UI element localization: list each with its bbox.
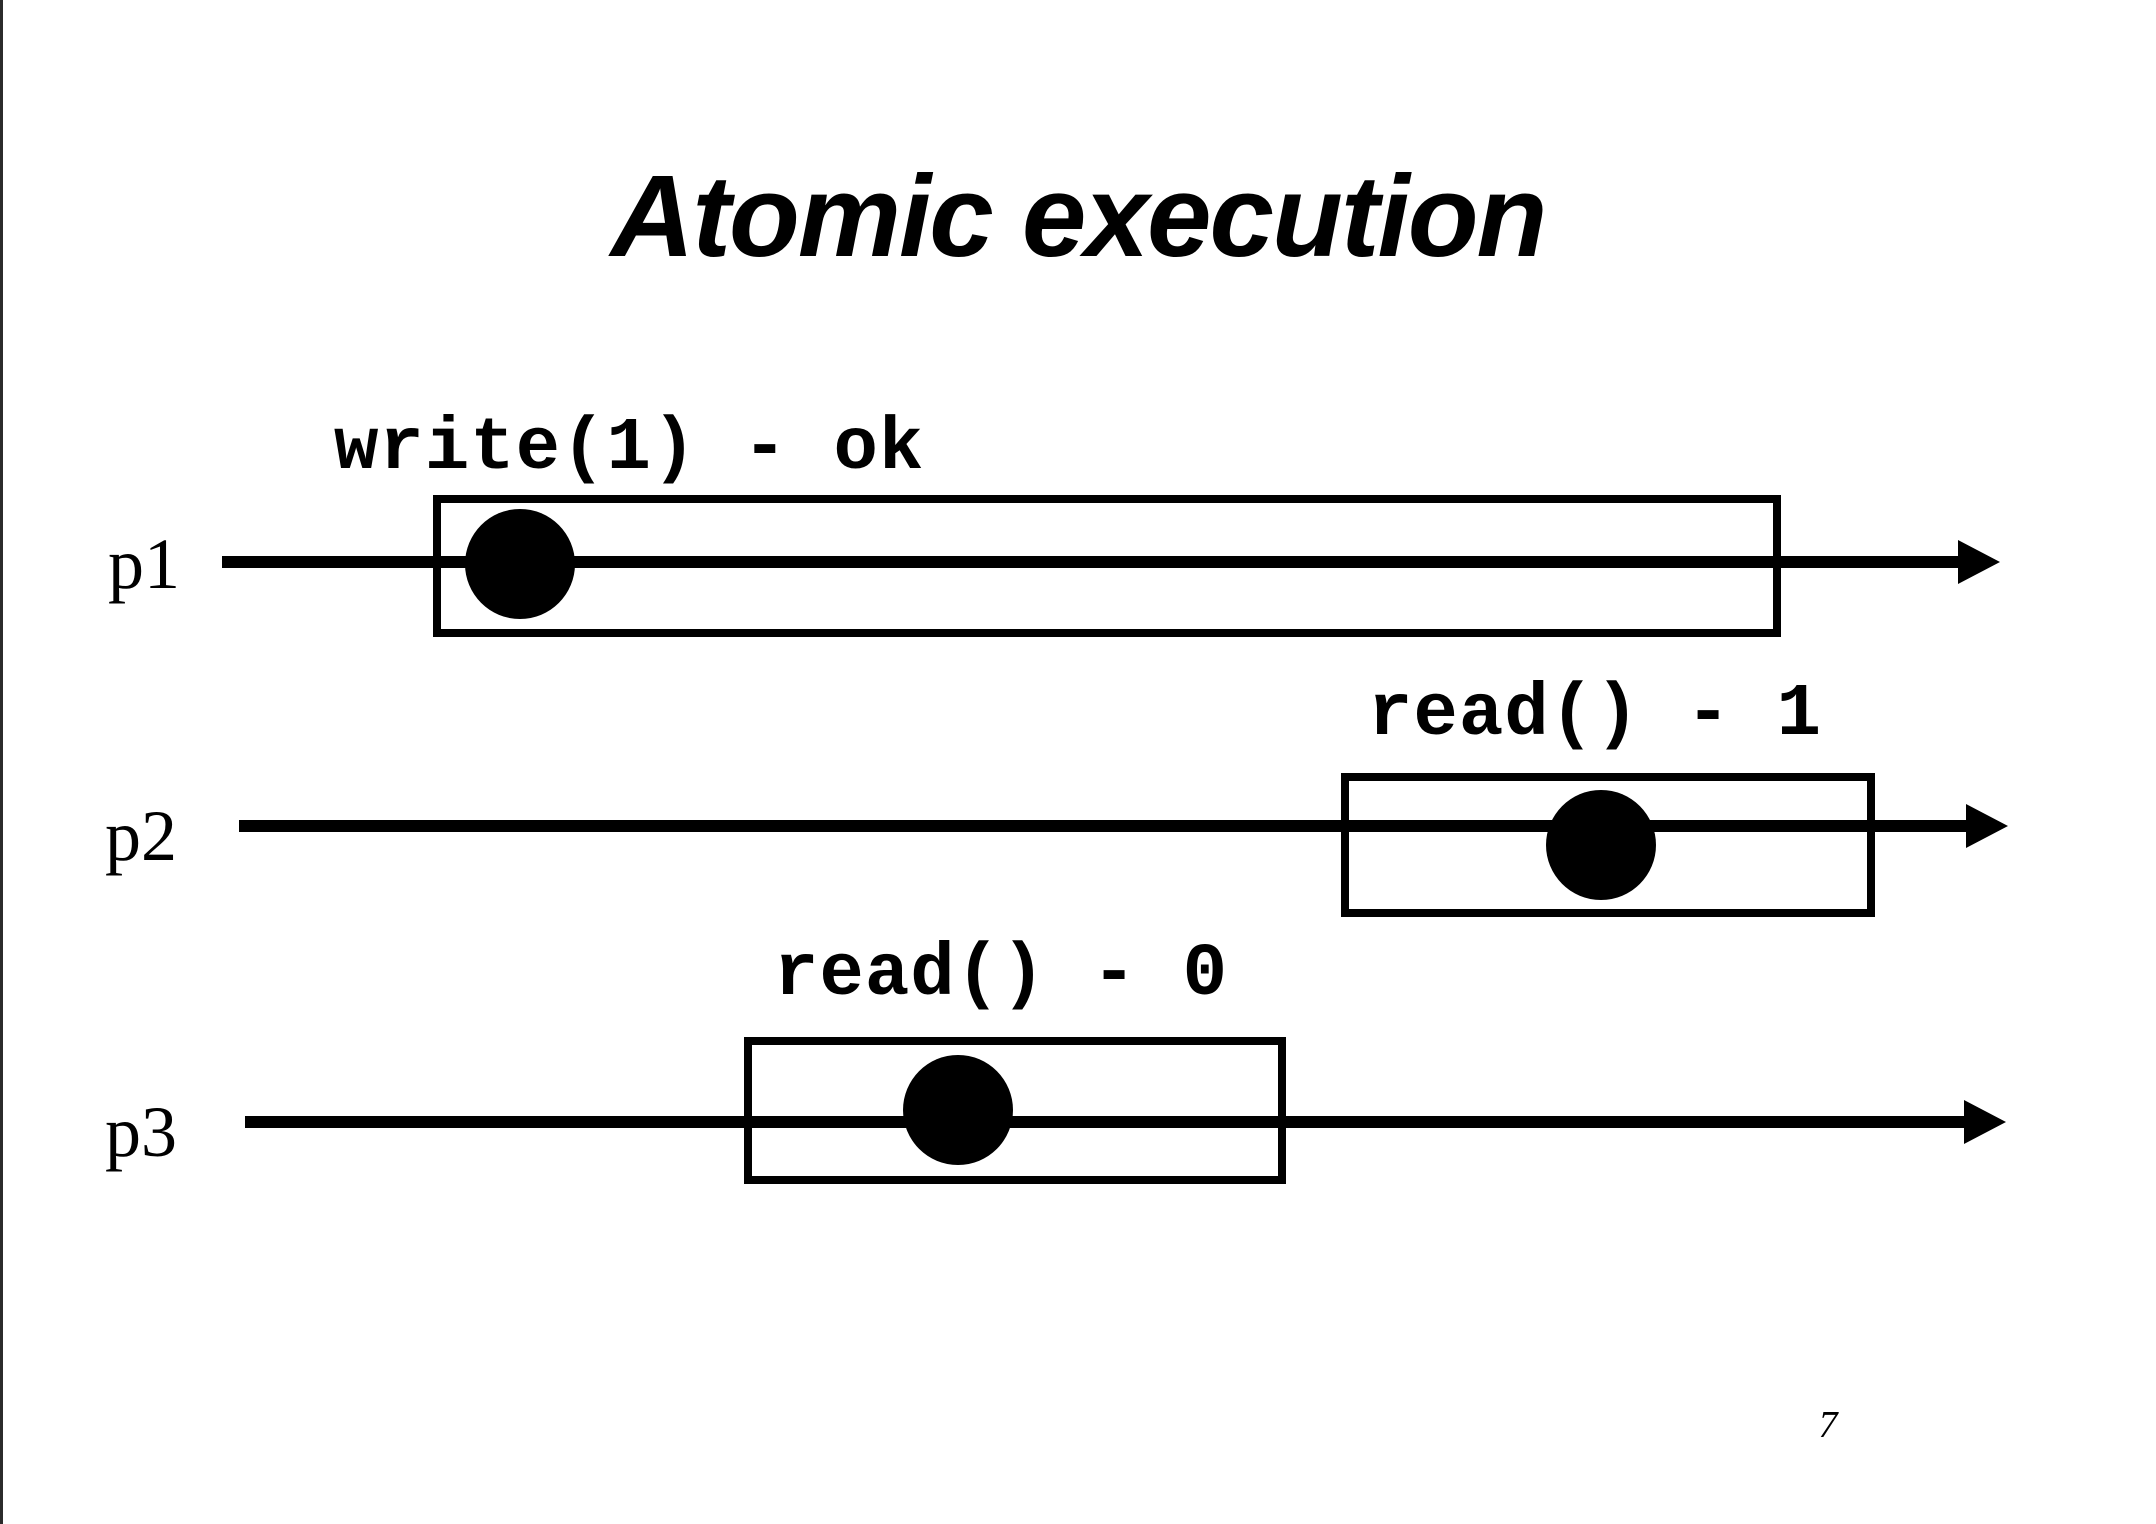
operation-label-read-0: read() - 0 [774,933,1229,1017]
arrow-head-icon-p1 [1958,540,2000,584]
timeline-line-p2 [239,820,1966,832]
process-label-p3: p3 [105,1092,177,1172]
page-number: 7 [1818,1404,1838,1446]
slide-left-edge-line [0,0,3,1524]
slide-title: Atomic execution [610,151,1548,281]
operation-interval-box-p3 [744,1037,1286,1184]
operation-label-write: write(1) - ok [334,407,925,491]
linearization-point-dot-p2 [1546,790,1656,900]
arrow-head-icon-p2 [1966,804,2008,848]
operation-interval-box-p2 [1341,773,1875,917]
process-label-p2: p2 [105,796,177,876]
arrow-head-icon-p3 [1964,1100,2006,1144]
operation-label-read-1: read() - 1 [1368,673,1823,757]
timeline-line-p1 [222,556,1958,568]
process-label-p1: p1 [108,524,180,604]
linearization-point-dot-p3 [903,1055,1013,1165]
timeline-line-p3 [245,1116,1964,1128]
linearization-point-dot-p1 [465,509,575,619]
